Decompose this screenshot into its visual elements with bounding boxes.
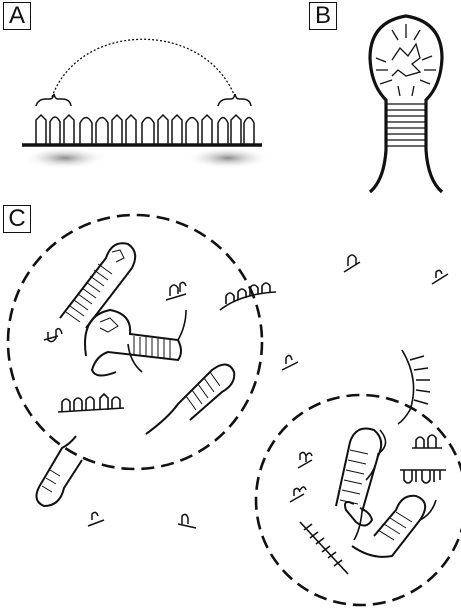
small-rna-right-2	[290, 487, 306, 502]
hairpin-base-pairs	[386, 104, 426, 146]
free-small-rna-4	[282, 355, 298, 370]
linear-rna-right-2	[400, 470, 446, 483]
free-small-rna-3	[432, 270, 448, 284]
hairpin-rna-right-3	[345, 430, 386, 526]
small-rna-right-1	[298, 452, 312, 468]
linear-rna-right-1	[300, 522, 348, 574]
free-small-rna-2	[344, 255, 360, 272]
panel-a-linear-rna	[22, 39, 270, 169]
panel-b-stem-loop	[370, 16, 442, 192]
surface-shadow-left	[23, 147, 107, 169]
linear-rna-right-top	[412, 435, 442, 448]
free-rna-strand-escaping	[398, 350, 430, 424]
right-bracket	[218, 94, 251, 106]
stem-loops-row	[36, 115, 254, 145]
linear-rna-bridge	[220, 283, 276, 310]
free-small-rna-5	[88, 512, 104, 526]
hairpin-rna-left-2	[85, 310, 186, 376]
linear-rna-left-1	[58, 394, 124, 412]
hairpin-rna-left-3	[146, 364, 234, 434]
free-small-rna-1	[166, 282, 186, 300]
small-rna-left	[44, 329, 62, 342]
long-range-interaction-arc	[52, 39, 235, 97]
hairpin-internal-fold	[376, 24, 436, 96]
left-bracket	[36, 94, 71, 106]
panel-c-condensate	[8, 215, 461, 605]
free-small-rna-6	[178, 514, 196, 528]
hairpin-rna-escaping	[36, 436, 82, 506]
droplet-right	[256, 395, 461, 605]
surface-shadow-right	[186, 147, 270, 169]
